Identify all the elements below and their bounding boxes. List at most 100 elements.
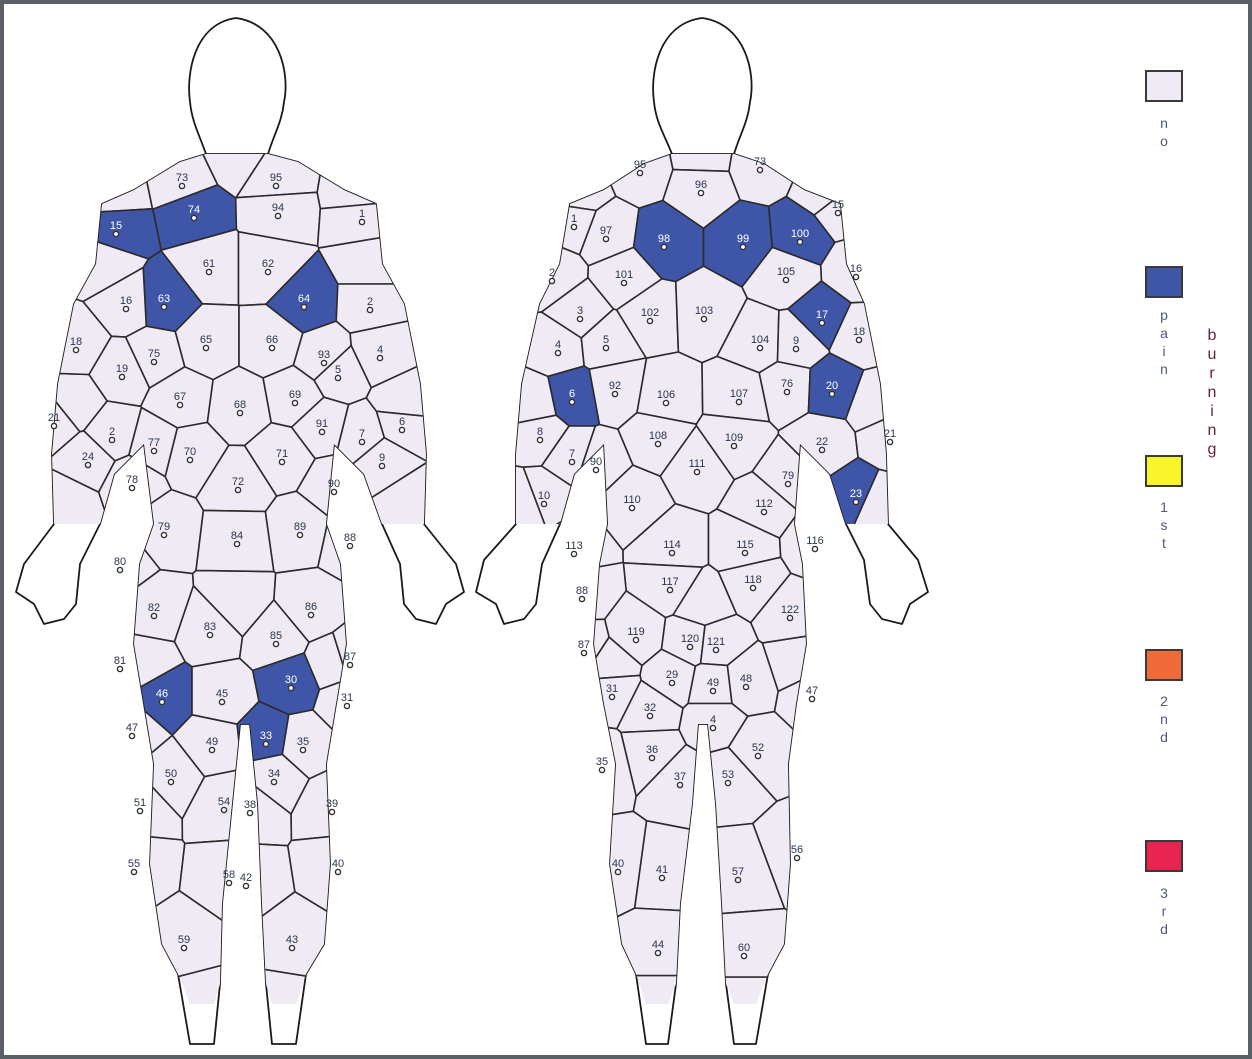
back-region-73-label: 73 xyxy=(754,156,766,168)
back-region-106-marker xyxy=(663,400,668,405)
front-region-40-marker xyxy=(335,869,340,874)
front-region-55-label: 55 xyxy=(128,858,140,870)
back-region-6-marker xyxy=(569,399,574,404)
front-region-61-label: 61 xyxy=(203,258,215,270)
front-region-2-marker xyxy=(109,437,114,442)
back-region-15-label: 15 xyxy=(832,199,844,211)
front-region-51-marker xyxy=(137,808,142,813)
front-region-89-label: 89 xyxy=(294,521,306,533)
back-region-92-marker xyxy=(612,391,617,396)
legend-swatch-pain[interactable] xyxy=(1145,266,1183,298)
back-region-41-label: 41 xyxy=(656,864,668,876)
front-region-2-marker xyxy=(367,307,372,312)
front-region-55-marker xyxy=(131,869,136,874)
legend-swatch-2nd[interactable] xyxy=(1145,649,1183,681)
front-region-93-marker xyxy=(321,360,326,365)
back-region-119-marker xyxy=(633,637,638,642)
front-region-69-label: 69 xyxy=(289,389,301,401)
back-region-109-marker xyxy=(731,443,736,448)
back-region-10-marker xyxy=(541,501,546,506)
back-region-4-label: 4 xyxy=(710,714,716,726)
legend-swatch-1st[interactable] xyxy=(1145,455,1183,487)
front-region-95-marker xyxy=(273,183,278,188)
back-region-4-marker xyxy=(710,725,715,730)
back-region-44[interactable] xyxy=(511,908,702,975)
back-region-60-marker xyxy=(741,953,746,958)
back-region-2-label: 2 xyxy=(549,267,555,279)
front-region-83-label: 83 xyxy=(204,621,216,633)
front-region-63-label: 63 xyxy=(158,293,170,305)
back-region-5-marker xyxy=(603,345,608,350)
back-region-76-marker xyxy=(784,389,789,394)
front-region-4-label: 4 xyxy=(377,344,383,356)
front-region-80-marker xyxy=(117,567,122,572)
back-region-44-marker xyxy=(655,950,660,955)
back-region-60-label: 60 xyxy=(738,942,750,954)
front-region-2-label: 2 xyxy=(367,296,373,308)
back-region-114-marker xyxy=(669,550,674,555)
front-region-89-marker xyxy=(297,532,302,537)
back-region-44-label: 44 xyxy=(652,939,664,951)
front-region-85-marker xyxy=(273,641,278,646)
front-region-74-label: 74 xyxy=(188,204,200,216)
back-region-111-marker xyxy=(694,469,699,474)
back-region-100-marker xyxy=(797,239,802,244)
front-region-45-label: 45 xyxy=(216,688,228,700)
back-region-116-label: 116 xyxy=(806,535,824,547)
back-region-9-marker xyxy=(793,346,798,351)
back-region-118-label: 118 xyxy=(744,574,762,586)
front-region-9-marker xyxy=(379,463,384,468)
front-region-16-marker xyxy=(123,306,128,311)
front-region-18-marker xyxy=(73,347,78,352)
back-region-7-label: 7 xyxy=(569,448,575,460)
front-region-61-marker xyxy=(206,269,211,274)
front-region-34-marker xyxy=(271,779,276,784)
back-region-7-marker xyxy=(569,459,574,464)
back-region-18-marker xyxy=(856,337,861,342)
back-region-57-marker xyxy=(735,877,740,882)
front-region-47-label: 47 xyxy=(126,722,138,734)
legend-swatch-3rd[interactable] xyxy=(1145,840,1183,872)
front-region-69-marker xyxy=(292,400,297,405)
front-region-82-marker xyxy=(151,613,156,618)
back-region-52-label: 52 xyxy=(752,742,764,754)
legend-swatch-no[interactable] xyxy=(1145,70,1183,102)
back-region-32-label: 32 xyxy=(644,702,656,714)
back-region-113-marker xyxy=(571,551,576,556)
front-region-9-label: 9 xyxy=(379,452,385,464)
back-region-87-marker xyxy=(581,650,586,655)
front-region-7-label: 7 xyxy=(359,428,365,440)
back-region-48-label: 48 xyxy=(740,673,752,685)
back-region-21-marker xyxy=(887,439,892,444)
front-region-77-label: 77 xyxy=(148,437,160,449)
back-region-20-marker xyxy=(829,391,834,396)
back-region-99-marker xyxy=(740,244,745,249)
front-region-39-marker xyxy=(329,809,334,814)
back-region-49-label: 49 xyxy=(707,677,719,689)
front-region-46-marker xyxy=(159,699,164,704)
back-region-119-label: 119 xyxy=(627,626,645,638)
back-region-97-label: 97 xyxy=(600,225,612,237)
front-region-81-label: 81 xyxy=(114,655,126,667)
back-region-49-marker xyxy=(710,688,715,693)
front-region-72-marker xyxy=(235,487,240,492)
front-region-31[interactable] xyxy=(313,679,431,766)
back-region-23-marker xyxy=(853,499,858,504)
front-region-79-marker xyxy=(161,532,166,537)
front-region-67-label: 67 xyxy=(174,391,186,403)
back-region-41-marker xyxy=(659,875,664,880)
front-region-68-label: 68 xyxy=(234,399,246,411)
back-region-56-label: 56 xyxy=(791,844,803,856)
back-region-4-label: 4 xyxy=(555,339,561,351)
front-region-83-marker xyxy=(207,632,212,637)
front-region-5-label: 5 xyxy=(335,364,341,376)
back-region-40-marker xyxy=(615,869,620,874)
front-region-87[interactable] xyxy=(333,600,431,686)
back-region-60[interactable] xyxy=(700,909,893,977)
front-region-85-label: 85 xyxy=(270,630,282,642)
front-region-35-label: 35 xyxy=(297,736,309,748)
back-region-103-marker xyxy=(701,316,706,321)
front-region-24-marker xyxy=(85,462,90,467)
front-region-39-label: 39 xyxy=(326,798,338,810)
